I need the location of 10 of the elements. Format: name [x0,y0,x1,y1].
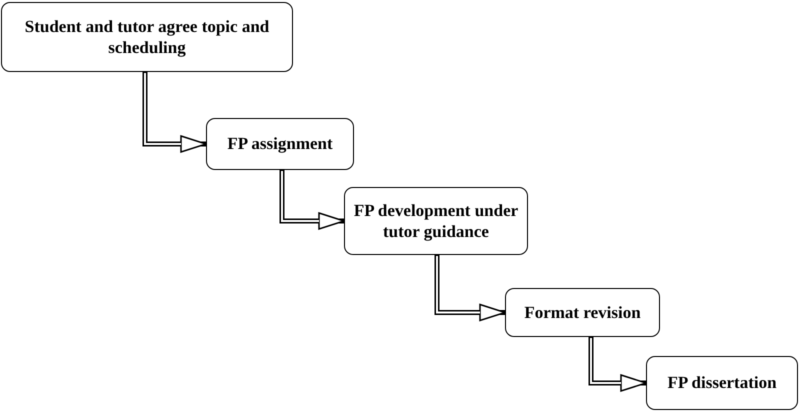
process-box [344,187,528,255]
step-label: Student and tutor agree topic and scheduling [24,16,270,58]
process-box [1,2,293,72]
step-label: FP development under tutor guidance [353,200,519,242]
step-label: FP assignment [227,133,333,155]
process-box [505,288,660,337]
process-box [646,356,798,410]
process-box [206,118,354,170]
step-label: Format revision [524,302,641,324]
step-label: FP dissertation [667,372,777,394]
